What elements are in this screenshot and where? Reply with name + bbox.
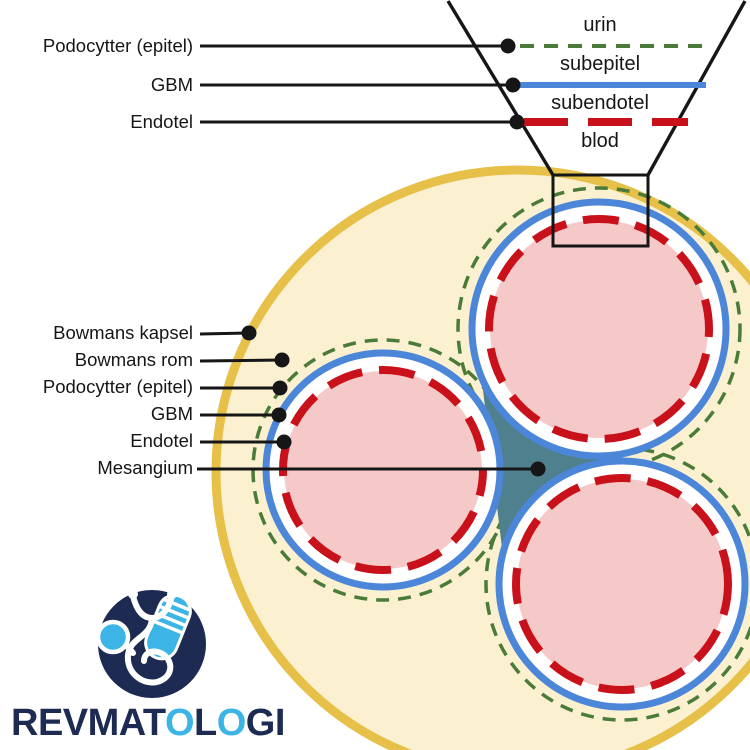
label-endotel: Endotel (130, 430, 193, 451)
logo-seg-l: L (194, 702, 217, 744)
inset-layer-lines (516, 44, 712, 126)
capillary-bottom-right (517, 479, 727, 689)
label-inset-endotel: Endotel (130, 111, 193, 132)
endothel-ring-bottom-right (512, 474, 732, 694)
dot-podocytter (272, 380, 288, 396)
stethoscope-icon (95, 589, 177, 686)
label-inset-podocytter: Podocytter (epitel) (42, 35, 193, 56)
revmatologi-logo-icon (95, 589, 206, 698)
detail-funnel-line-left (446, 0, 555, 176)
label-mesangium: Mesangium (97, 457, 193, 478)
logo-seg-revmat: REVMAT (11, 702, 165, 744)
leader-bowmans-rom (199, 358, 283, 363)
logo-seg-gi: GI (245, 702, 286, 744)
dot-gbm (271, 407, 287, 423)
logo-seg-o2: O (216, 702, 247, 744)
dot-inset-gbm (505, 77, 521, 93)
gbm-ring-top-right (468, 198, 730, 460)
label-layer-blod: blod (581, 130, 619, 152)
dot-endotel (276, 434, 292, 450)
leader-lines (197, 44, 538, 471)
label-layer-subendotel: subendotel (551, 92, 649, 114)
dot-bowmans-rom (274, 352, 290, 368)
leader-dots (241, 38, 546, 477)
endothel-ring-top-right (485, 215, 713, 443)
label-bowmans-kapsel: Bowmans kapsel (53, 322, 193, 343)
dot-bowmans-kapsel (241, 325, 257, 341)
gbm-ring-bottom-right (495, 457, 749, 711)
label-gbm: GBM (150, 403, 193, 424)
capillary-lumens (284, 220, 727, 689)
label-bowmans-rom: Bowmans rom (74, 349, 193, 370)
dot-mesangium (530, 461, 546, 477)
label-layer-subepitel: subepitel (559, 53, 641, 75)
logo-seg-o1: O (164, 702, 195, 744)
label-layer-urin: urin (583, 14, 617, 36)
leader-bowmans-kapsel (199, 331, 250, 336)
dot-inset-podocytter (500, 38, 516, 54)
label-podocytter: Podocytter (epitel) (42, 376, 193, 397)
label-inset-gbm: GBM (150, 74, 193, 95)
capillary-top-right (490, 220, 708, 438)
dot-inset-endotel (509, 114, 525, 130)
detail-zoom-rect (551, 173, 650, 248)
logo-wordmark: REVMATOLOGI (11, 702, 285, 745)
